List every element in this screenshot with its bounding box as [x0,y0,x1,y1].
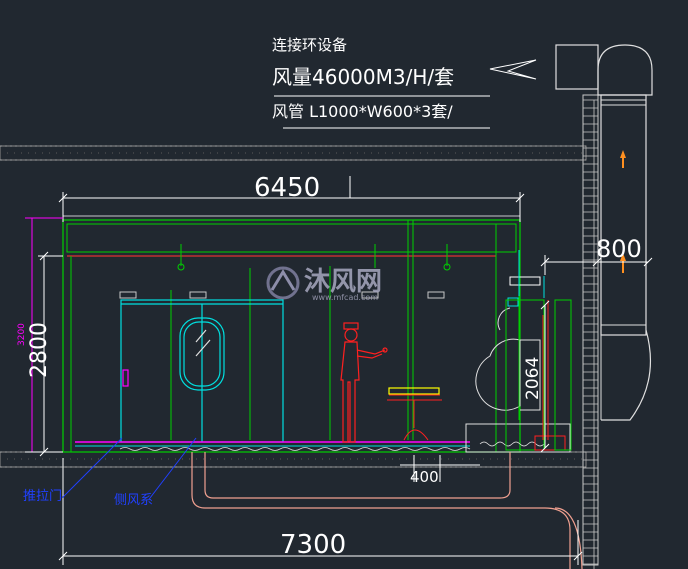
dim-label-duct-gap: 800 [596,235,642,263]
watermark-brand: 沐风网 [304,267,382,297]
annotation-line-2: 风量46000M3/H/套 [272,65,454,89]
dim-label-height-inner: 2800 [27,322,52,378]
fan-equipment [475,250,566,451]
label-leaders [61,437,197,499]
dim-label-offset: 400 [410,468,439,486]
dim-label-top-width: 6450 [254,173,320,203]
floor-slab [0,451,587,468]
right-post-frame [518,296,572,451]
annotation-line-1: 连接环设备 [272,36,347,54]
ceiling-lights [177,244,451,271]
label-door: 推拉门 [23,489,62,504]
watermark-logo-icon [266,266,300,300]
watermark: 沐风网 www.mfcad.com [266,266,382,302]
label-floor: 侧风系 [114,493,153,508]
dimension-equipment-height [540,300,550,453]
dim-label-height-outer: 3200 [17,323,27,346]
door-handle [122,369,129,387]
dim-label-bottom-total: 7300 [280,530,346,560]
operator-figure-icon [340,322,388,443]
dim-label-equipment-height: 2064 [523,357,543,400]
vertical-duct [555,44,653,421]
wall-vents [119,291,445,299]
underfloor-pipe [191,452,583,569]
duct-airflow-arrow-icon [620,150,626,273]
dimension-offset [400,455,480,482]
dimension-bottom-total [58,458,583,565]
ceiling-slab [0,145,587,161]
dimension-duct-gap [540,255,653,275]
room-posts [170,220,414,440]
annotation-leader [274,59,537,129]
dimension-left-heights [25,217,63,457]
watermark-url: www.mfcad.com [312,293,378,302]
room-enclosure [62,215,521,453]
dimension-top-width [58,176,525,222]
annotation-line-3: 风管 L1000*W600*3套/ [272,102,453,121]
floor-grating [75,423,571,453]
workbench [387,387,442,441]
brick-wall [582,94,599,569]
sliding-door [120,299,284,443]
